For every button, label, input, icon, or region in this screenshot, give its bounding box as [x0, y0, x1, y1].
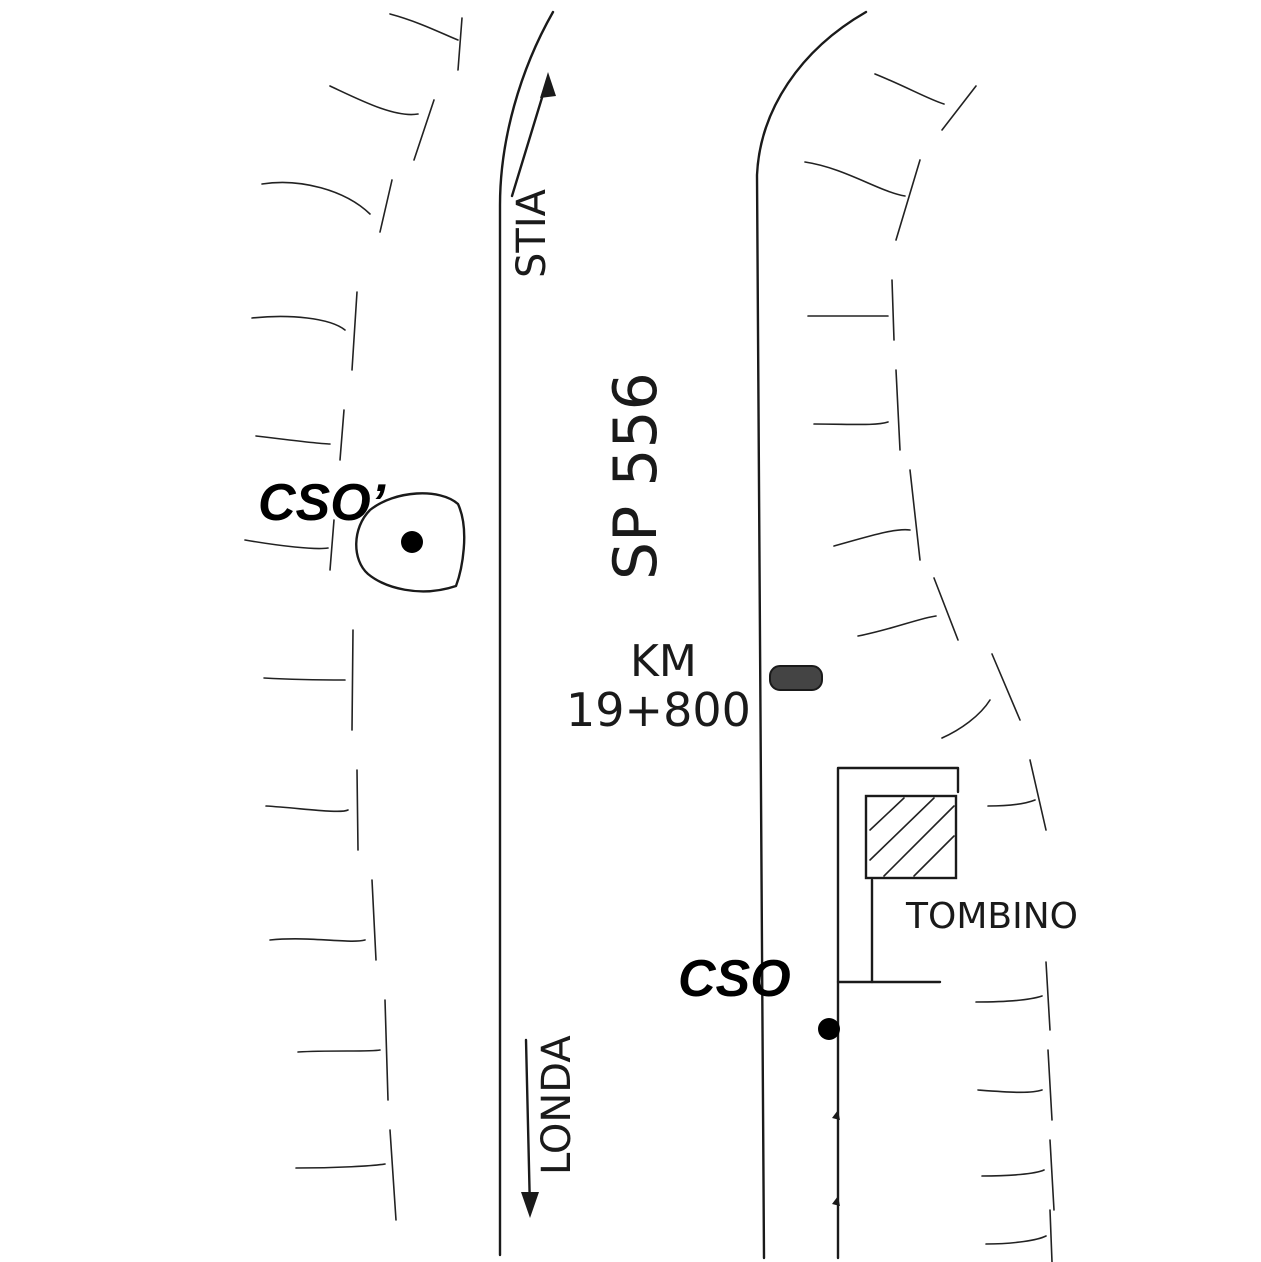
left-embankment-marks — [244, 13, 463, 1221]
road-left-edge — [498, 10, 555, 1257]
label-tombino: TOMBINO — [905, 896, 1078, 937]
label-stia: STIA — [509, 188, 555, 278]
station-primary-dot-icon — [818, 1018, 840, 1040]
arrow-north — [510, 72, 556, 198]
culvert-box — [864, 794, 958, 880]
label-km: KM — [630, 636, 697, 687]
arrow-north-head-icon — [540, 72, 556, 98]
culvert-hatch — [869, 797, 955, 877]
km-marker-post-icon — [769, 665, 823, 691]
road-right-edge — [755, 10, 868, 1260]
culvert-structure — [832, 766, 960, 1260]
label-londa: LONDA — [534, 1035, 580, 1175]
right-embankment-marks — [804, 73, 1055, 1262]
arrow-south-head-icon — [521, 1192, 539, 1218]
station-secondary-dot-icon — [401, 531, 423, 553]
station-secondary-outline — [355, 492, 466, 593]
label-road-name: SP 556 — [601, 372, 671, 580]
arrow-south — [521, 1038, 539, 1218]
label-station-primary: CSO — [678, 950, 791, 1008]
label-station-secondary: CSO’ — [258, 474, 387, 532]
label-km-value: 19+800 — [566, 683, 751, 737]
